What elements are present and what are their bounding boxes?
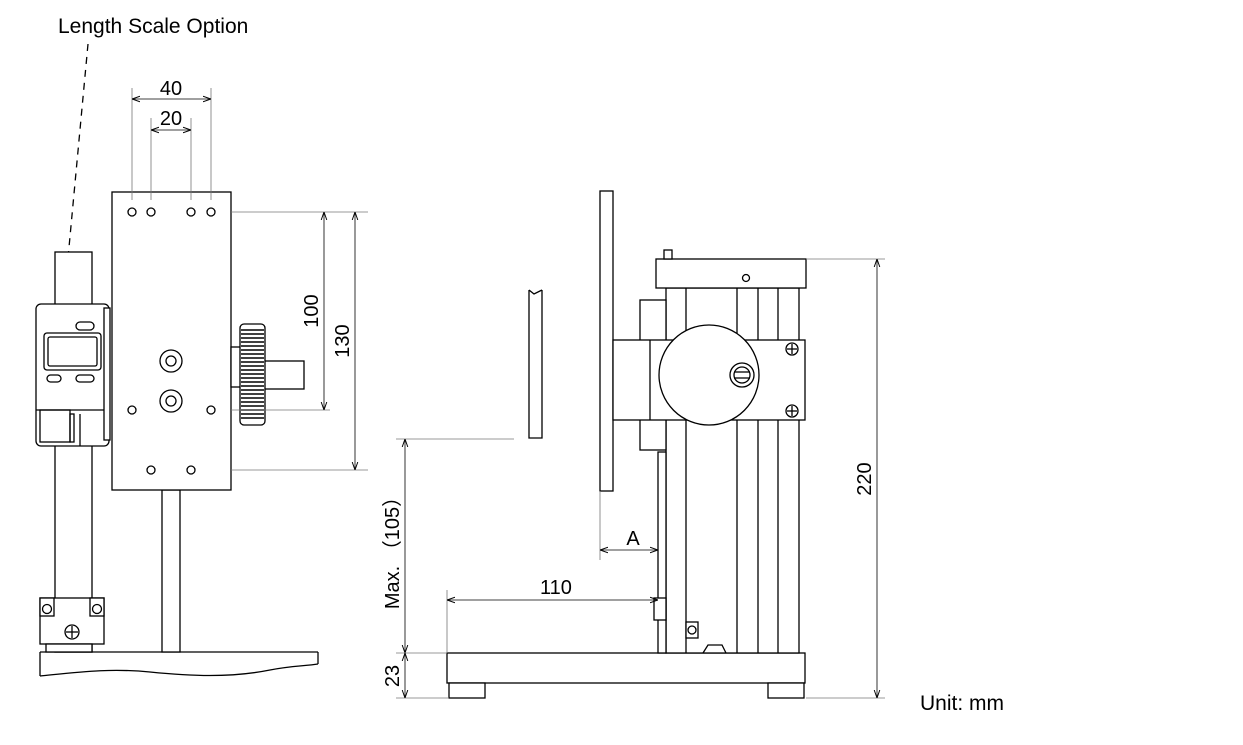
dim-a: A: [599, 491, 658, 560]
test-sample: [528, 289, 543, 439]
dim-max-105: Max. （105）: [381, 438, 514, 653]
dim-max-105-label: Max. （105）: [381, 487, 404, 609]
dim-220-label: 220: [854, 462, 876, 495]
dim-40-label: 40: [160, 78, 182, 100]
dim-23-label: 23: [382, 665, 404, 687]
dim-100-label: 100: [301, 294, 323, 327]
dim-20: 20: [150, 108, 192, 200]
dim-20-label: 20: [160, 108, 182, 130]
dim-100: 100: [231, 211, 368, 411]
callout-leader-line: [67, 43, 89, 259]
dim-130-label: 130: [332, 324, 354, 357]
gear-wheel-icon: [658, 324, 760, 426]
test-table-plate: [599, 190, 614, 492]
dim-a-label: A: [626, 528, 640, 550]
stand-base: [446, 652, 806, 699]
carriage: [612, 324, 806, 426]
column-rod: [161, 489, 181, 653]
side-view: 220 Max. （105） 23 110 A Unit: mm: [381, 190, 1004, 715]
handwheel-knob-icon: [230, 323, 305, 426]
dim-130: 130: [231, 212, 368, 471]
length-scale-option-label: Length Scale Option: [58, 15, 248, 38]
dim-110-label: 110: [540, 577, 572, 599]
unit-note: Unit: mm: [920, 692, 1004, 715]
digital-scale-unit: [35, 303, 111, 447]
table-surface: [39, 651, 319, 677]
front-view: Length Scale Option: [35, 15, 368, 677]
mounting-plate: [111, 191, 232, 491]
upright-column: [639, 249, 807, 654]
dim-23: 23: [382, 652, 449, 699]
dim-110: 110: [446, 577, 658, 653]
dim-40: 40: [131, 78, 212, 200]
dim-220: 220: [806, 258, 885, 699]
scale-clamp: [39, 597, 105, 653]
